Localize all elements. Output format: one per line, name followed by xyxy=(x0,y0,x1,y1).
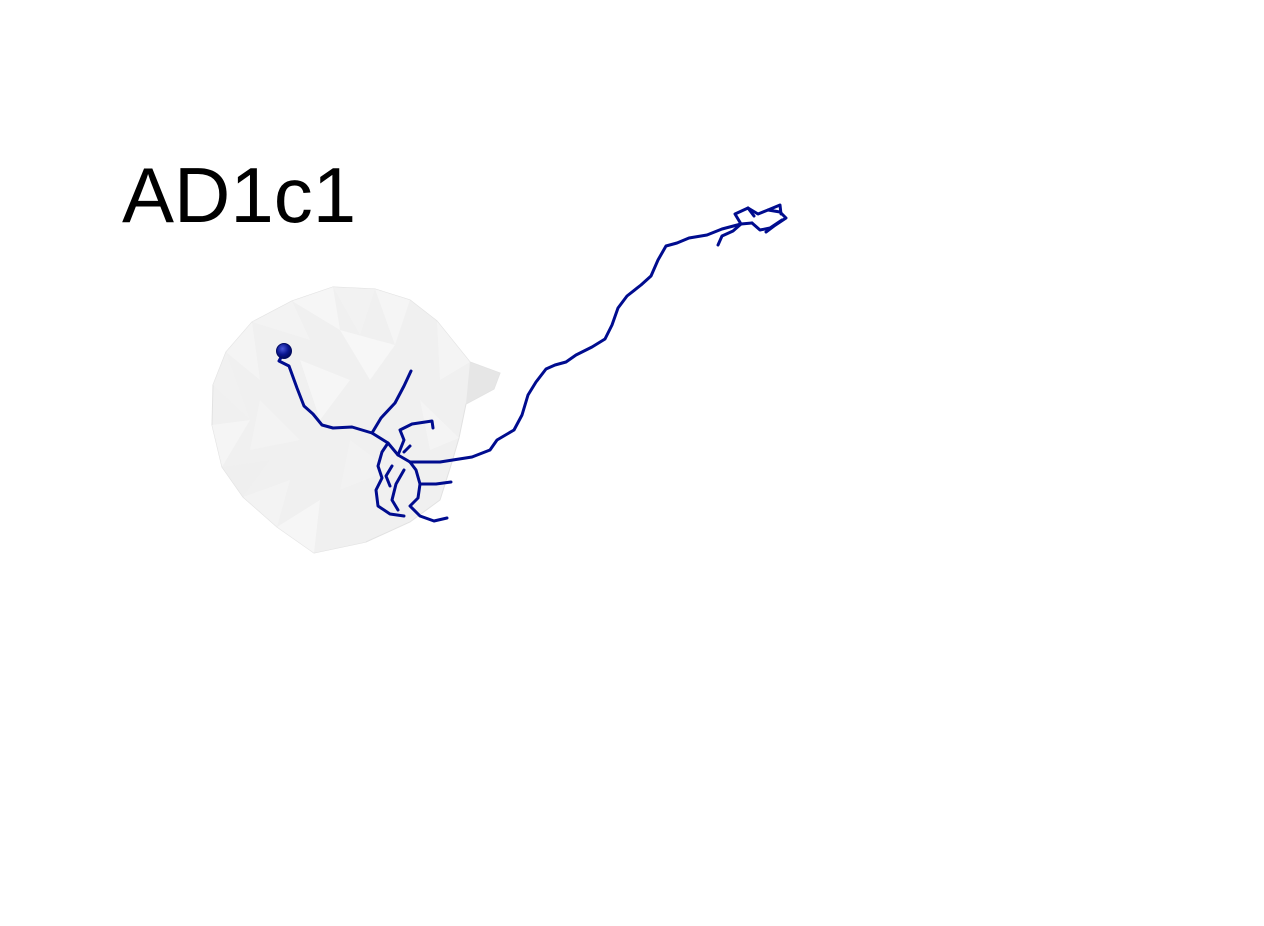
neuron-name-label: AD1c1 xyxy=(122,151,357,239)
neuropil-mesh xyxy=(211,286,501,554)
neuron-skeleton xyxy=(277,203,788,523)
axon xyxy=(408,221,754,464)
soma-sphere xyxy=(276,343,292,359)
dendrite-branch xyxy=(370,369,413,435)
local-arbor xyxy=(374,441,406,518)
